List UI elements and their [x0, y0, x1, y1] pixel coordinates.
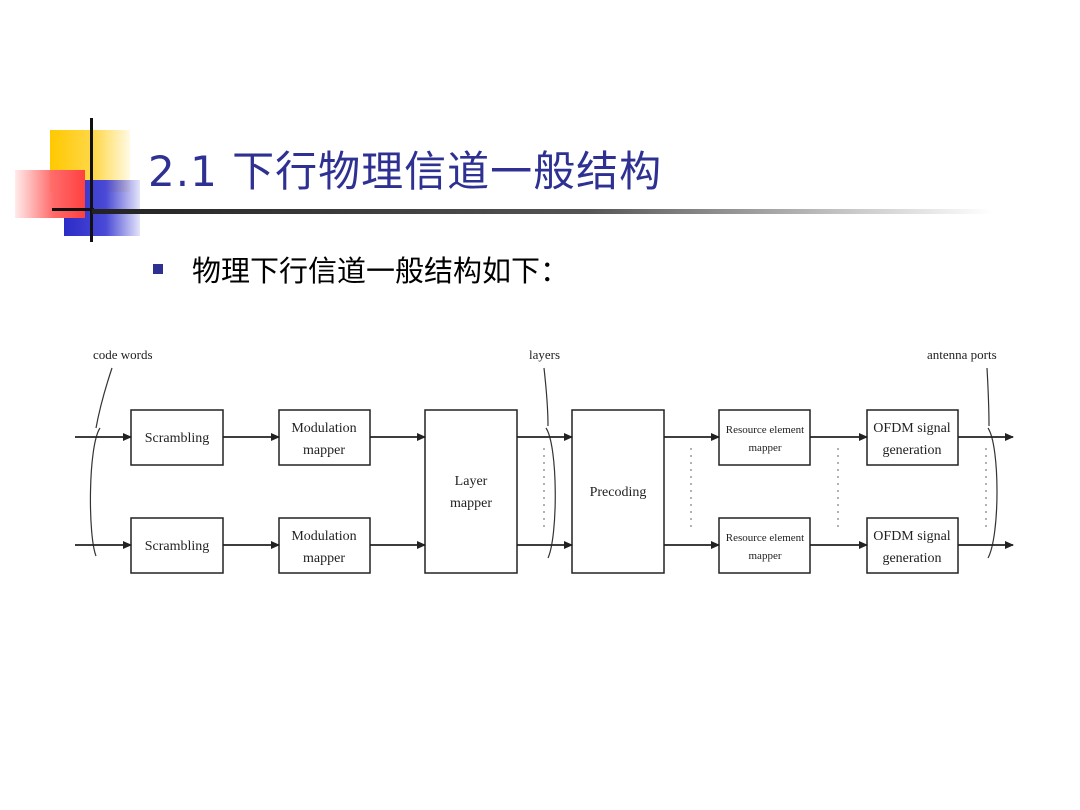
- title-underline: [92, 209, 992, 214]
- resource-1-line-1: Resource element: [726, 424, 805, 436]
- modulation-2-line-1: Modulation: [291, 529, 356, 544]
- antenna-ports-bracket: [986, 367, 998, 559]
- resource-2-line-1: Resource element: [726, 532, 805, 544]
- layer-mapper-line-2: mapper: [450, 496, 492, 511]
- layer-mapper-line-1: Layer: [455, 474, 488, 489]
- modulation-2-line-2: mapper: [303, 551, 345, 566]
- deco-vertical-line: [90, 118, 93, 242]
- layers-bracket: [543, 367, 556, 559]
- scrambling-block-2: Scrambling: [130, 517, 224, 574]
- modulation-mapper-block-1: Modulation mapper: [278, 409, 371, 466]
- page-title: 2.1 下行物理信道一般结构: [148, 147, 663, 196]
- bullet-text: 物理下行信道一般结构如下：: [192, 254, 570, 288]
- precoding-label: Precoding: [590, 485, 647, 500]
- deco-horizontal-line: [52, 208, 94, 211]
- resource-element-mapper-block-2: Resource element mapper: [718, 517, 811, 574]
- modulation-1-line-1: Modulation: [291, 421, 356, 436]
- dotted-continuation-lines: [543, 448, 987, 532]
- ofdm-signal-generation-block-1: OFDM signal generation: [866, 409, 959, 466]
- scrambling-block-1: Scrambling: [130, 409, 224, 466]
- ofdm-2-line-1: OFDM signal: [873, 529, 951, 544]
- modulation-1-line-2: mapper: [303, 443, 345, 458]
- ofdm-2-line-2: generation: [882, 551, 941, 566]
- resource-element-mapper-block-1: Resource element mapper: [718, 409, 811, 466]
- antenna-ports-label: antenna ports: [927, 347, 997, 362]
- scrambling-1-label: Scrambling: [145, 431, 210, 446]
- downlink-structure-diagram: code words layers antenna ports Scrambli…: [75, 347, 1014, 574]
- code-words-label: code words: [93, 347, 153, 362]
- ofdm-signal-generation-block-2: OFDM signal generation: [866, 517, 959, 574]
- resource-2-line-2: mapper: [749, 550, 782, 562]
- modulation-mapper-block-2: Modulation mapper: [278, 517, 371, 574]
- bullet-marker: [153, 264, 163, 274]
- ofdm-1-line-1: OFDM signal: [873, 421, 951, 436]
- code-words-bracket: [89, 367, 113, 557]
- precoding-block: Precoding: [571, 409, 665, 574]
- scrambling-2-label: Scrambling: [145, 539, 210, 554]
- resource-1-line-2: mapper: [749, 442, 782, 454]
- ofdm-1-line-2: generation: [882, 443, 941, 458]
- layer-mapper-block: Layer mapper: [424, 409, 518, 574]
- layers-label: layers: [529, 347, 560, 362]
